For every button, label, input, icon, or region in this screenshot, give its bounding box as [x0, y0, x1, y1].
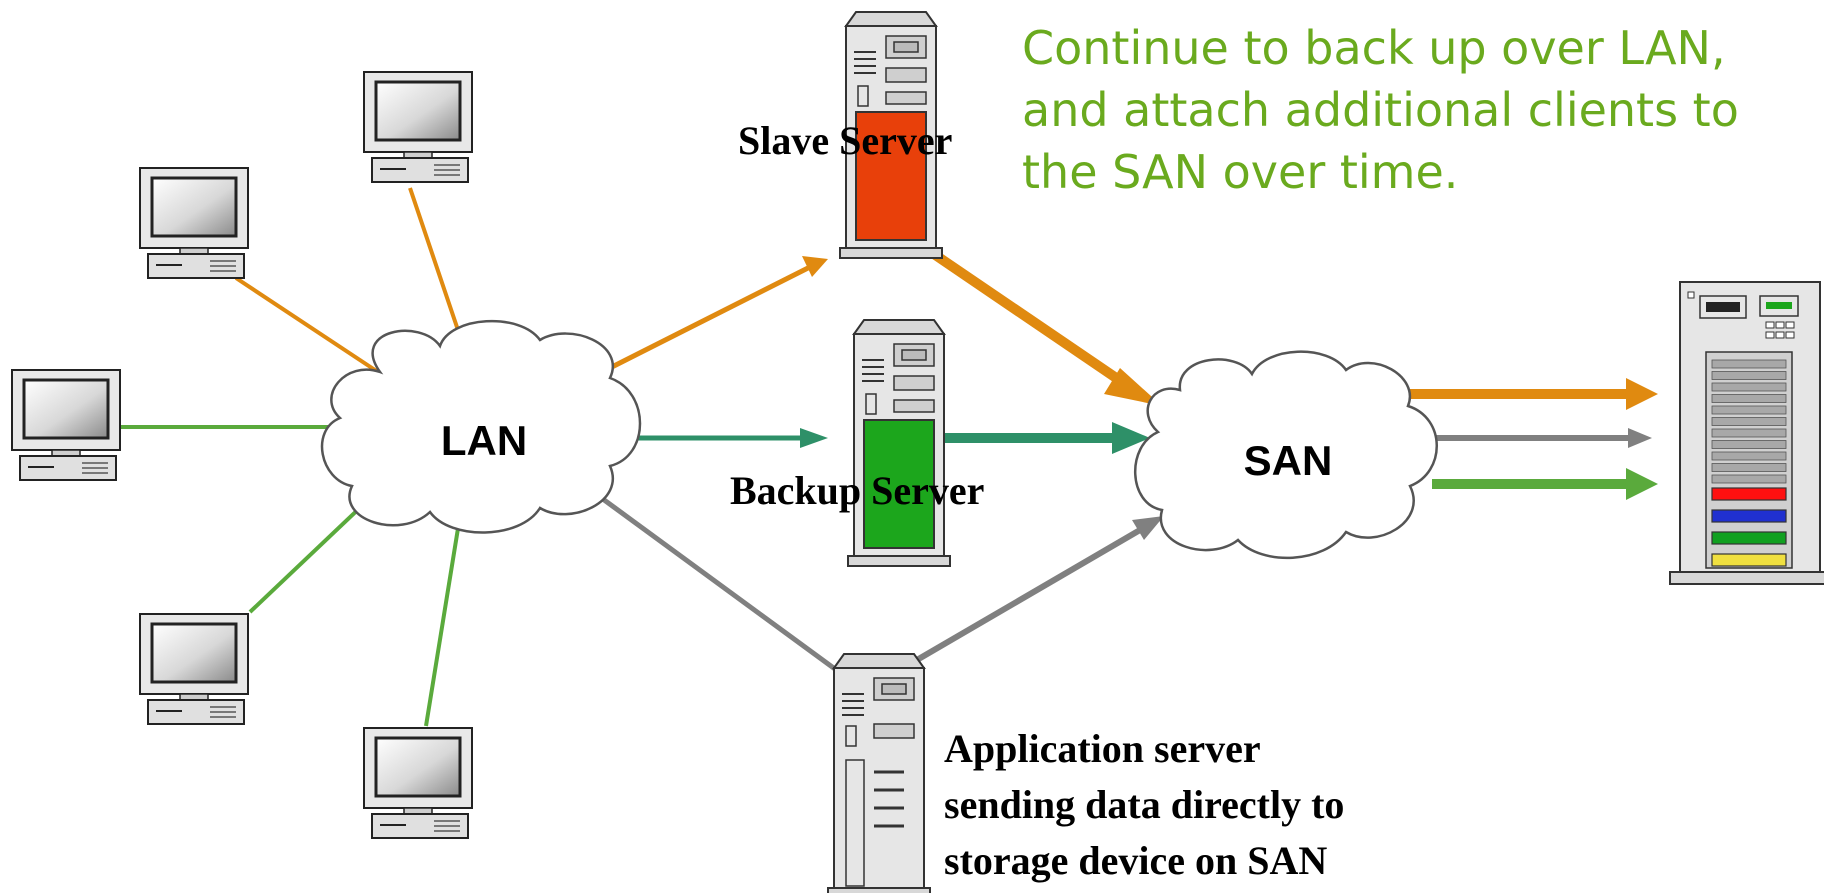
client-computer-left — [10, 368, 122, 482]
application-server-label-line-1: Application server — [944, 726, 1261, 771]
storage-drive-slot — [1711, 417, 1787, 426]
client-computer-bottom — [362, 726, 474, 840]
link-app-san — [908, 527, 1142, 667]
client-computer-top — [362, 70, 474, 184]
link-slave-san — [925, 245, 1131, 391]
backup-server-panel — [863, 419, 935, 549]
storage-drive-slot — [1711, 463, 1787, 472]
link-pc2-lan — [234, 276, 380, 374]
caption-line-3: the SAN over time. — [1022, 145, 1458, 199]
application-server-tower — [827, 653, 931, 893]
client-computer-lower-left — [138, 612, 250, 726]
storage-drive-slot — [1711, 451, 1787, 461]
backup-server-tower — [847, 319, 951, 567]
arrowhead-lan-backup — [800, 428, 828, 448]
arrowhead-lan-slave — [802, 256, 828, 277]
arrowhead-san-storage-gray — [1628, 428, 1652, 448]
storage-drive-slot — [1711, 394, 1787, 403]
storage-device — [1669, 281, 1824, 585]
link-pc1-lan — [408, 187, 464, 343]
caption-line-1: Continue to back up over LAN, — [1022, 21, 1726, 75]
arrowhead-san-storage-green — [1626, 468, 1658, 500]
storage-bay-yellow — [1711, 553, 1787, 567]
links — [118, 187, 1658, 727]
link-pc4-lan — [248, 500, 368, 614]
backup-server-label: Backup Server — [730, 468, 984, 513]
arrowhead-backup-san — [1112, 422, 1150, 454]
storage-bay-green — [1711, 531, 1787, 545]
link-pc5-lan — [424, 515, 462, 727]
arrowhead-app-san — [1132, 516, 1164, 540]
arrowhead-slave-san — [1104, 368, 1162, 406]
storage-drive-slot — [1711, 405, 1787, 415]
storage-drive-slot — [1711, 371, 1787, 380]
slave-server-label: Slave Server — [738, 118, 952, 163]
lan-label: LAN — [441, 417, 527, 464]
link-lan-slave — [600, 265, 810, 375]
storage-bay-blue — [1711, 509, 1787, 523]
storage-drive-slot — [1711, 359, 1787, 369]
storage-bay-red — [1711, 487, 1787, 501]
caption-line-2: and attach additional clients to — [1022, 83, 1739, 137]
arrowhead-san-storage-orange — [1626, 378, 1658, 410]
storage-drive-slot — [1711, 428, 1787, 438]
storage-drive-slot — [1711, 382, 1787, 392]
lan-cloud: LAN — [320, 319, 642, 534]
application-server-label-line-3: storage device on SAN — [944, 838, 1327, 883]
san-cloud: SAN — [1134, 350, 1438, 560]
slave-server-tower — [839, 11, 943, 259]
san-label: SAN — [1244, 437, 1333, 484]
storage-drive-slot — [1711, 474, 1787, 484]
client-computer-upper-left — [138, 166, 250, 280]
application-server-label-line-2: sending data directly to — [944, 782, 1344, 827]
link-lan-app — [594, 491, 852, 683]
storage-drive-slot — [1711, 440, 1787, 449]
slave-server-panel — [855, 111, 927, 241]
